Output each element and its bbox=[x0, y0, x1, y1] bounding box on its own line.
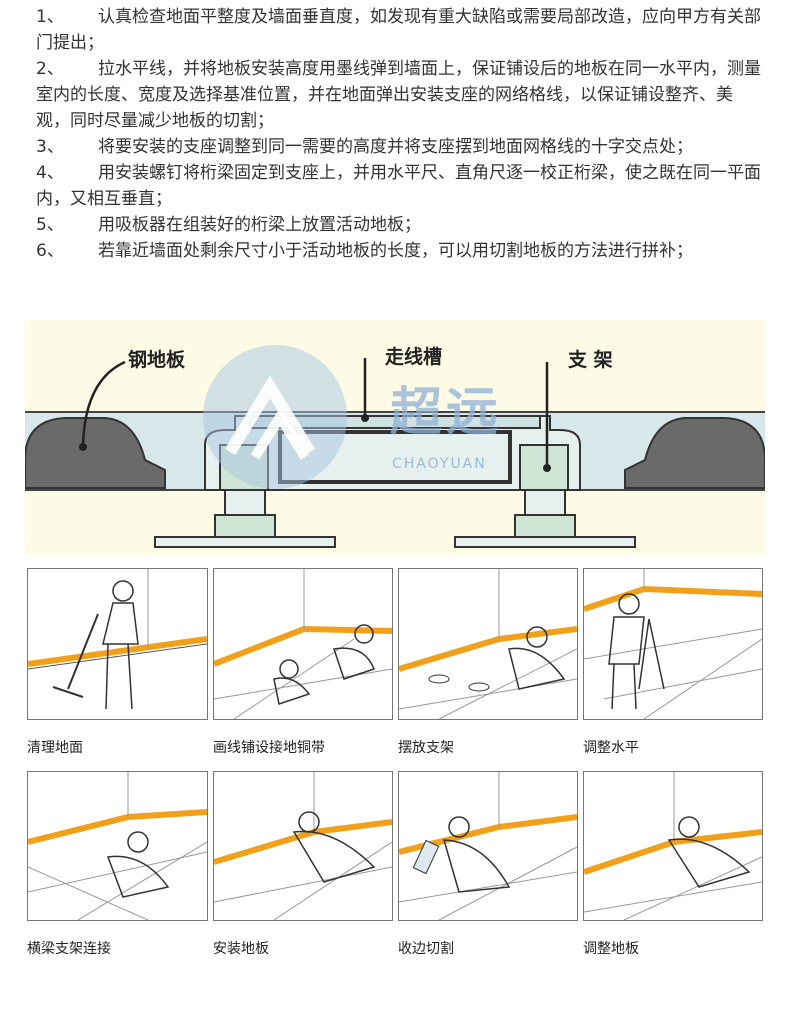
step-number: 1、 bbox=[36, 7, 64, 27]
step-text: 认真检查地面平整度及墙面垂直度，如发现有重大缺陷或需要局部改造，应向甲方有关部门… bbox=[36, 7, 761, 53]
step-number: 3、 bbox=[36, 137, 64, 157]
step-5: 5、 用吸板器在组装好的桁梁上放置活动地板； bbox=[36, 212, 766, 238]
base-plate-left bbox=[154, 536, 336, 548]
step-text: 将要安装的支座调整到同一需要的高度并将支座摆到地面网格线的十字交点处； bbox=[98, 137, 693, 157]
caption-beam-connection: 横梁支架连接 bbox=[27, 941, 111, 957]
illustration-draw-lines bbox=[213, 568, 393, 720]
step-text: 拉水平线，并将地板安装高度用墨线弹到墙面上，保证铺设后的地板在同一水平内，测量室… bbox=[36, 59, 761, 131]
caption-draw-lines: 画线铺设接地铜带 bbox=[213, 740, 325, 756]
illustration-place-supports bbox=[398, 568, 578, 720]
caption-adjust-level: 调整水平 bbox=[583, 740, 639, 756]
illustration-clean-floor bbox=[27, 568, 208, 720]
step-number: 2、 bbox=[36, 59, 64, 79]
support-foot-right bbox=[514, 514, 576, 538]
step-text: 若靠近墙面处剩余尺寸小于活动地板的长度，可以用切割地板的方法进行拼补； bbox=[98, 241, 693, 261]
support-post-right bbox=[524, 489, 566, 516]
watermark-english: CHAOYUAN bbox=[392, 456, 487, 472]
leader-line-left bbox=[81, 360, 126, 446]
step-1: 1、认真检查地面平整度及墙面垂直度，如发现有重大缺陷或需要局部改造，应向甲方有关… bbox=[36, 4, 766, 56]
label-support: 支 架 bbox=[568, 349, 613, 371]
step-number: 4、 bbox=[36, 163, 64, 183]
instruction-steps: 1、认真检查地面平整度及墙面垂直度，如发现有重大缺陷或需要局部改造，应向甲方有关… bbox=[36, 4, 766, 264]
illustration-beam-connection bbox=[27, 771, 208, 921]
step-6: 6、 若靠近墙面处剩余尺寸小于活动地板的长度，可以用切割地板的方法进行拼补； bbox=[36, 238, 766, 264]
steel-floor-dome-right bbox=[624, 417, 765, 489]
step-4: 4、用安装螺钉将桁梁固定到支座上，并用水平尺、直角尺逐一校正桁梁，使之既在同一平… bbox=[36, 160, 766, 212]
caption-install-floor: 安装地板 bbox=[213, 941, 269, 957]
caption-clean-floor: 清理地面 bbox=[27, 740, 83, 756]
label-cable-trough: 走线槽 bbox=[385, 346, 443, 368]
caption-adjust-floor: 调整地板 bbox=[583, 941, 639, 957]
label-steel-floor: 钢地板 bbox=[128, 349, 186, 371]
step-number: 6、 bbox=[36, 241, 64, 261]
step-text: 用吸板器在组装好的桁梁上放置活动地板； bbox=[98, 215, 421, 235]
illustration-install-floor bbox=[213, 771, 393, 921]
base-plate-right bbox=[454, 536, 636, 548]
step-text: 用安装螺钉将桁梁固定到支座上，并用水平尺、直角尺逐一校正桁梁，使之既在同一平面内… bbox=[36, 163, 761, 209]
support-foot-left bbox=[214, 514, 276, 538]
step-number: 5、 bbox=[36, 215, 64, 235]
brand-logo-watermark bbox=[203, 345, 347, 489]
step-2: 2、拉水平线，并将地板安装高度用墨线弹到墙面上，保证铺设后的地板在同一水平内，测… bbox=[36, 56, 766, 134]
illustration-adjust-floor bbox=[583, 771, 763, 921]
caption-edge-cutting: 收边切割 bbox=[398, 941, 454, 957]
illustration-edge-cutting bbox=[398, 771, 578, 921]
illustration-adjust-level bbox=[583, 568, 763, 720]
steel-floor-dome-left bbox=[25, 417, 166, 489]
step-3: 3、 将要安装的支座调整到同一需要的高度并将支座摆到地面网格线的十字交点处； bbox=[36, 134, 766, 160]
watermark-chinese: 超远 bbox=[390, 382, 503, 443]
caption-place-supports: 摆放支架 bbox=[398, 740, 454, 756]
support-post-left bbox=[224, 489, 266, 516]
